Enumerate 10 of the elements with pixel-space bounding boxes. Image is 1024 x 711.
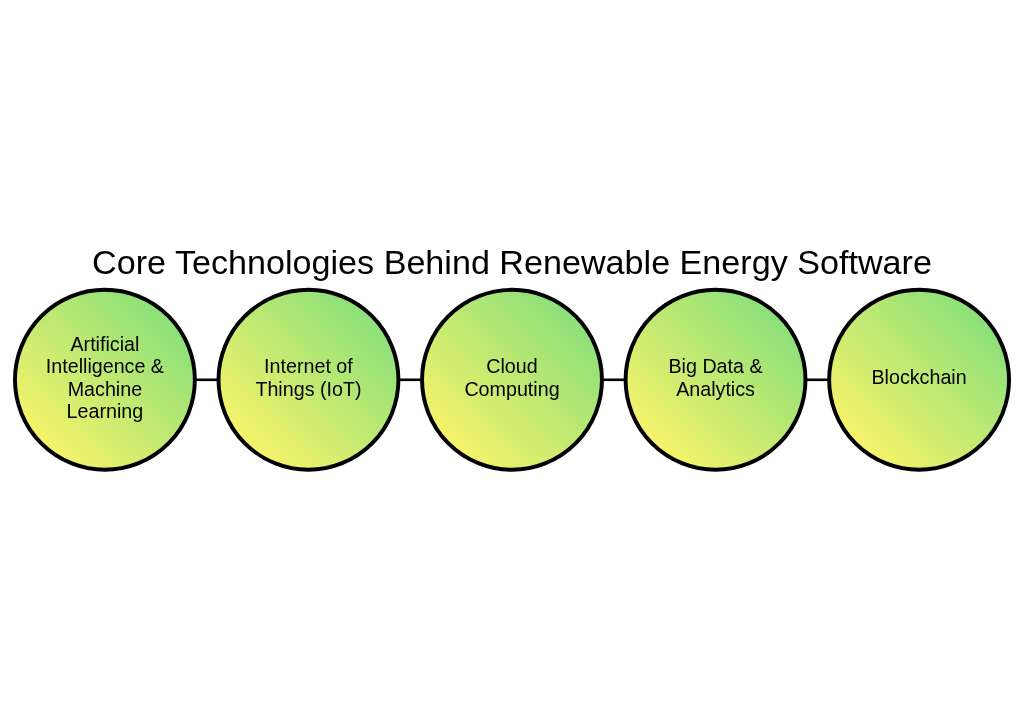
node-circle: Internet of Things (IoT) [216,287,401,472]
node-circle: Big Data & Analytics [623,287,808,472]
node-circle: Blockchain [827,287,1011,472]
connector [194,378,219,382]
connector [398,378,422,382]
diagram-title: Core Technologies Behind Renewable Energy Software [92,242,932,281]
node-circle: Artificial Intelligence & Machine Learning [13,287,197,472]
connector [602,378,626,382]
node-circle: Cloud Computing [420,287,604,472]
connector [805,378,829,382]
